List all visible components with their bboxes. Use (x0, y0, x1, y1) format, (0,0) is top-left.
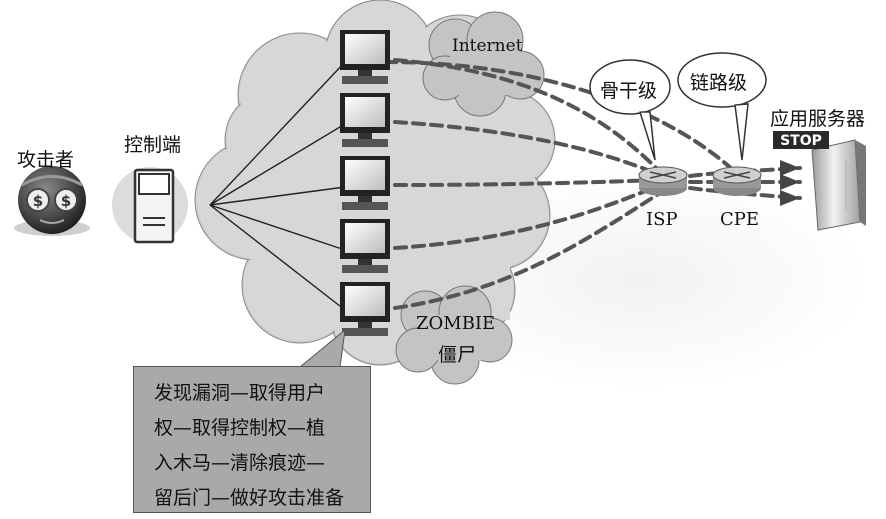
note-line: 权—取得控制权—植 (154, 417, 326, 439)
note-line: 留后门—做好攻击准备 (154, 487, 345, 509)
computer-icon (340, 93, 390, 147)
internet-label: Internet (452, 36, 523, 56)
zombie-label: ZOMBIE (416, 313, 496, 334)
backbone-bubble (589, 59, 671, 161)
stop-sign: STOP (773, 131, 829, 149)
app-server-label: 应用服务器 (770, 108, 866, 130)
svg-text:$: $ (61, 192, 71, 210)
link-label: 链路级 (690, 72, 748, 94)
zombie-cn-label: 僵尸 (438, 344, 477, 366)
isp-router-icon (638, 166, 688, 196)
backbone-label: 骨干级 (600, 80, 658, 102)
computer-icon (340, 156, 390, 210)
attack-steps-note: 发现漏洞—取得用户 权—取得控制权—植 入木马—清除痕迹— 留后门—做好攻击准备 (133, 366, 371, 513)
svg-text:$: $ (33, 192, 43, 210)
computer-icon (340, 30, 390, 84)
controller-icon (112, 167, 188, 244)
computer-icon (340, 219, 390, 273)
cpe-label: CPE (720, 209, 760, 230)
note-line: 入木马—清除痕迹— (154, 452, 326, 474)
stop-label: STOP (780, 133, 822, 149)
cpe-router-icon (712, 166, 762, 196)
isp-label: ISP (646, 209, 678, 230)
zombie-computers (340, 30, 390, 336)
arrow-heads (780, 160, 800, 206)
note-line: 发现漏洞—取得用户 (154, 382, 326, 404)
control-lines (209, 61, 346, 311)
controller-label: 控制端 (124, 134, 182, 156)
attacker-label: 攻击者 (17, 149, 75, 171)
link-bubble (677, 52, 767, 161)
app-server-icon (811, 139, 866, 231)
attacker-icon: $ $ (14, 166, 90, 236)
computer-icon (340, 282, 390, 336)
